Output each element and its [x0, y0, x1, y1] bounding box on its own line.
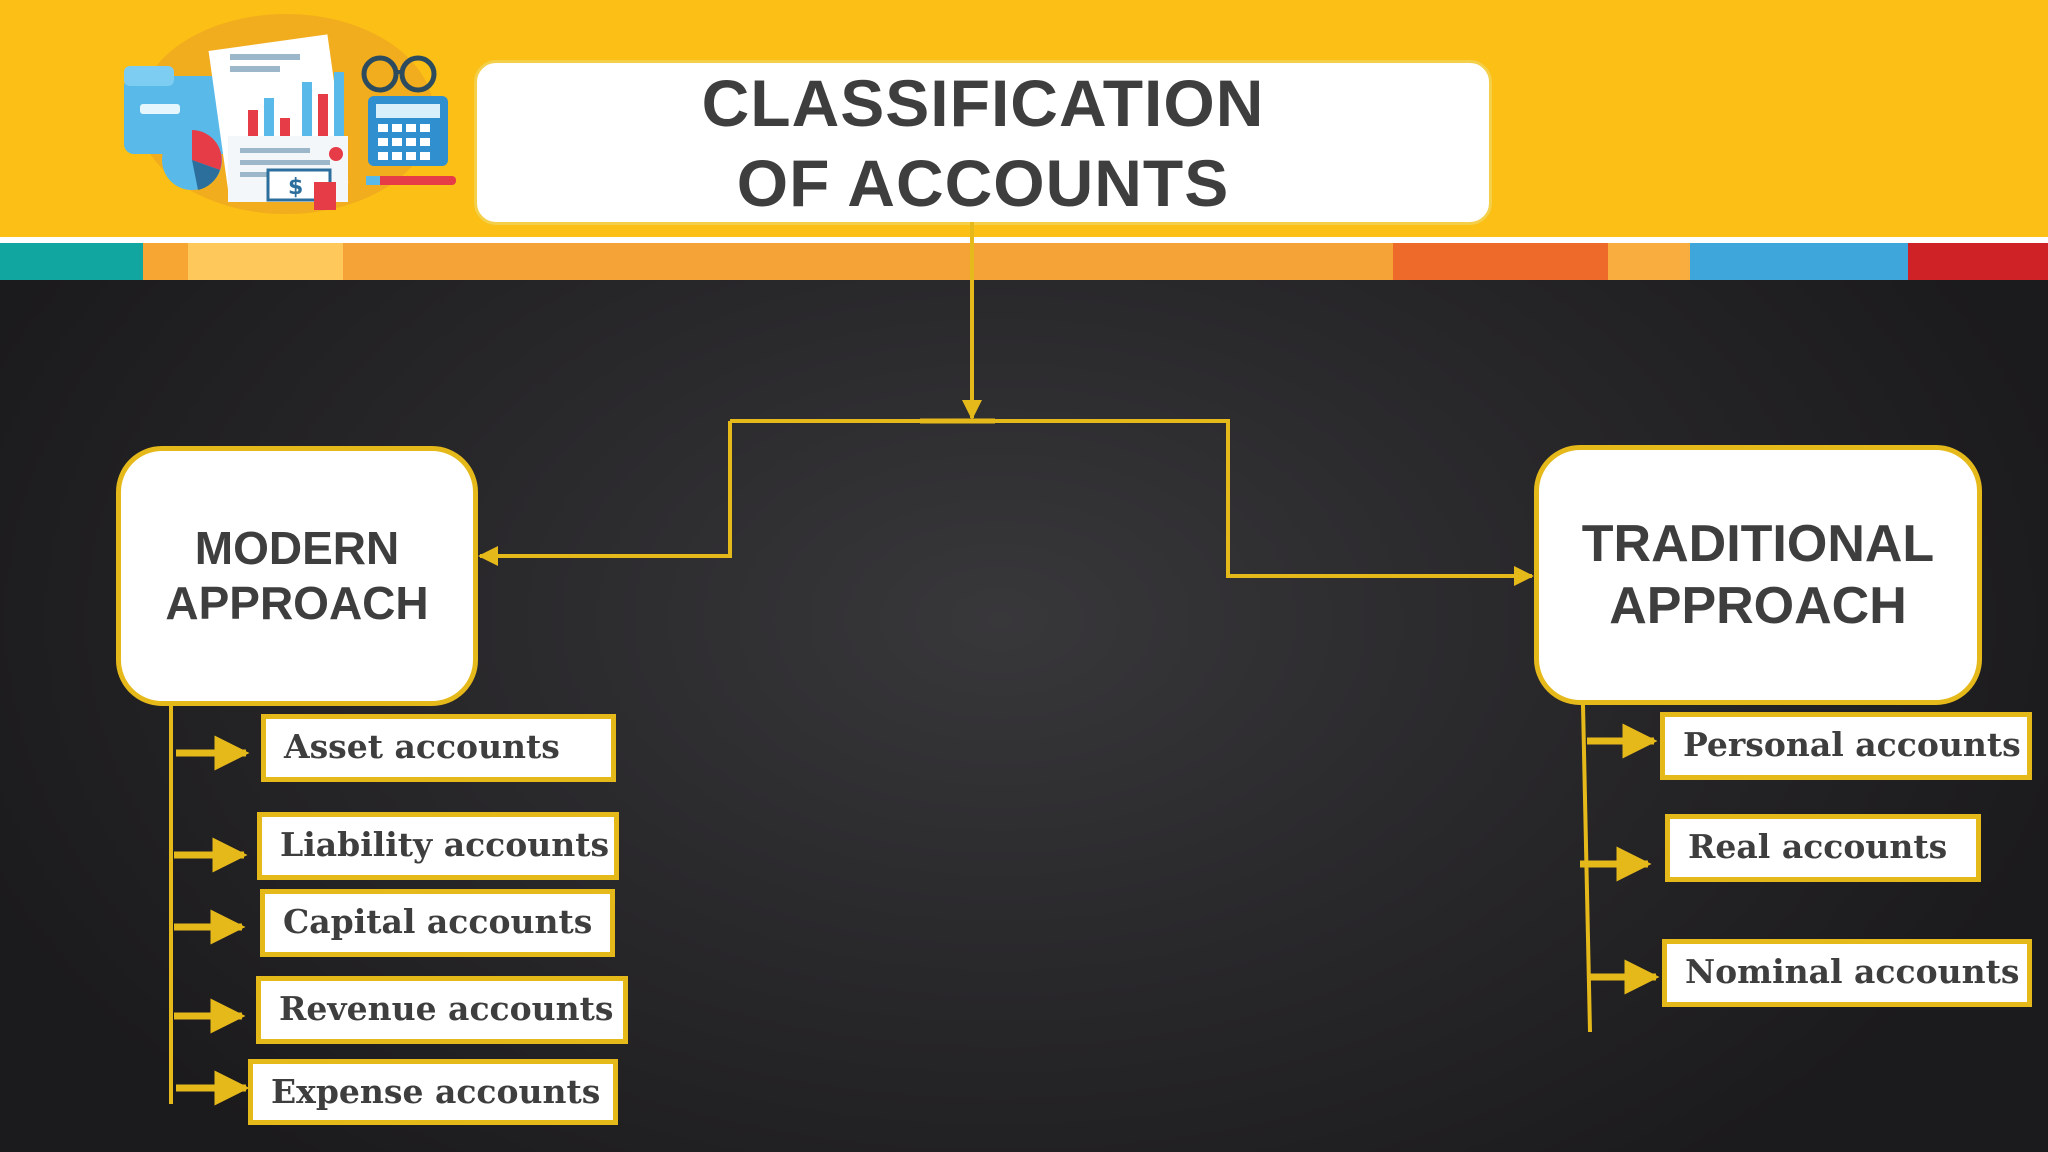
leaf-nominal-accounts: Nominal accounts: [1662, 939, 2032, 1007]
modern-approach-box: MODERN APPROACH: [116, 446, 478, 706]
page-title: CLASSIFICATION OF ACCOUNTS: [701, 65, 1265, 220]
header-divider: [0, 237, 2048, 243]
root-title-box: CLASSIFICATION OF ACCOUNTS: [474, 60, 1492, 225]
leaf-personal-accounts: Personal accounts: [1660, 712, 2032, 780]
finance-report-illustration-icon: $: [124, 14, 456, 214]
traditional-children-spine: [1581, 704, 1592, 1033]
leaf-expense-accounts: Expense accounts: [248, 1059, 618, 1125]
svg-text:$: $: [288, 175, 303, 200]
modern-branch-connector: [478, 421, 732, 566]
traditional-approach-line-2: APPROACH: [1609, 577, 1907, 635]
color-stripe: [0, 243, 2048, 280]
leaf-capital-accounts: Capital accounts: [260, 889, 615, 957]
traditional-approach-line-1: TRADITIONAL: [1581, 515, 1935, 573]
leaf-asset-accounts: Asset accounts: [261, 714, 616, 782]
modern-approach-line-2: APPROACH: [165, 577, 429, 629]
leaf-revenue-accounts: Revenue accounts: [256, 976, 628, 1044]
traditional-branch-connector: [995, 419, 1534, 586]
leaf-liability-accounts: Liability accounts: [257, 812, 619, 880]
leaf-real-accounts: Real accounts: [1665, 814, 1981, 882]
modern-approach-line-1: MODERN: [194, 522, 400, 574]
traditional-approach-box: TRADITIONAL APPROACH: [1534, 445, 1982, 705]
